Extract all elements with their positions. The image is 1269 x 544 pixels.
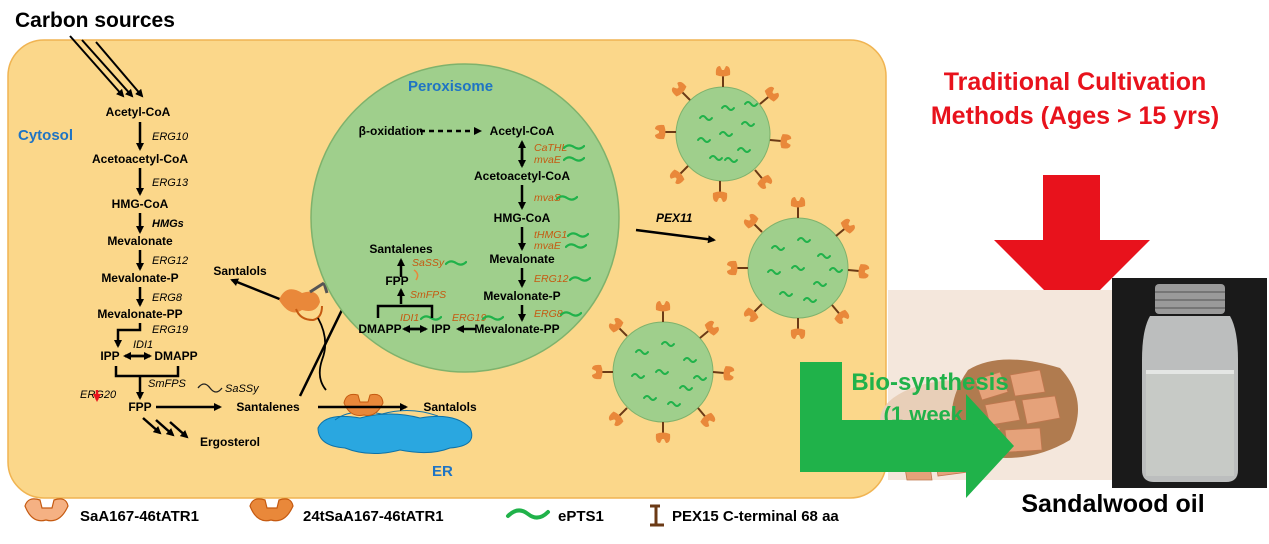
- green-biosynthesis-arrow: [800, 362, 1014, 498]
- red-down-arrow: [994, 175, 1150, 318]
- px-mevalonate-pp: Mevalonate-PP: [474, 322, 559, 336]
- gene-erg13: ERG13: [152, 177, 189, 189]
- cyt-acetyl-coa: Acetyl-CoA: [106, 105, 171, 119]
- px-mevalonate: Mevalonate: [489, 252, 555, 266]
- px-acetoacetyl-coa: Acetoacetyl-CoA: [474, 169, 570, 183]
- px-dmapp: DMAPP: [358, 322, 401, 336]
- pex11-arrow: [635, 228, 716, 244]
- px-gene-idi1: IDI1: [400, 312, 419, 324]
- gene-idi1: IDI1: [133, 339, 153, 351]
- px-beta-oxidation: β-oxidation: [359, 124, 424, 138]
- legend-item-epts1: ePTS1: [506, 508, 604, 525]
- px-gene-mvae-2: mvaE: [534, 240, 562, 252]
- er-membrane: [317, 410, 473, 454]
- svg-text:PEX15 C-terminal 68 aa: PEX15 C-terminal 68 aa: [672, 508, 839, 525]
- px-hmg-coa: HMG-CoA: [494, 211, 551, 225]
- legend-item-light-protein: SaA167-46tATR1: [24, 498, 199, 525]
- cytosol-genes: ERG10 ERG13 HMGs ERG12 ERG8 ERG19 IDI1 E…: [80, 131, 260, 401]
- sassy-link-squiggle: [413, 269, 419, 281]
- gene-erg19: ERG19: [152, 324, 188, 336]
- cyt-santalenes: Santalenes: [236, 400, 300, 414]
- cyt-santalols-er: Santalols: [423, 400, 477, 414]
- peroxisome-metabolites: β-oxidation Acetyl-CoA Acetoacetyl-CoA H…: [358, 124, 570, 336]
- carbon-sources-label: Carbon sources: [15, 9, 175, 32]
- peroxisome-arrows: [376, 127, 526, 333]
- legend: SaA167-46tATR1 24tSaA167-46tATR1 ePTS1 P…: [24, 498, 839, 527]
- biosynthesis-line2: (1 week ): [884, 402, 977, 427]
- px-fpp: FPP: [385, 274, 408, 288]
- dark-protein-icon: [249, 498, 294, 522]
- px-gene-cathl: CaTHL: [534, 142, 567, 154]
- svg-text:ePTS1: ePTS1: [558, 508, 604, 525]
- legend-item-pex15: PEX15 C-terminal 68 aa: [650, 504, 839, 527]
- cytosol-metabolites: Acetyl-CoA Acetoacetyl-CoA HMG-CoA Meval…: [92, 105, 477, 449]
- gene-hmgs: HMGs: [152, 218, 184, 230]
- cyt-mevalonate: Mevalonate: [107, 234, 173, 248]
- px-acetyl-coa: Acetyl-CoA: [490, 124, 555, 138]
- gene-erg12: ERG12: [152, 255, 188, 267]
- sassy-fusion-squiggle: [197, 383, 223, 393]
- biosynthesis-line1: Bio-synthesis: [851, 369, 1008, 396]
- svg-text:24tSaA167-46tATR1: 24tSaA167-46tATR1: [303, 508, 444, 525]
- oil-bottle-image: [1112, 278, 1267, 488]
- cyt-ipp: IPP: [100, 349, 119, 363]
- px-gene-mvas: mvaS: [534, 192, 561, 204]
- small-peroxisome-bottom: [591, 300, 736, 444]
- gene-sassy: SaSSy: [225, 383, 260, 395]
- cyt-dmapp: DMAPP: [154, 349, 197, 363]
- cyp-protein-complex: [279, 281, 329, 391]
- cyt-mevalonate-pp: Mevalonate-PP: [97, 307, 182, 321]
- gene-smfps: SmFPS: [148, 378, 187, 390]
- px-gene-erg8: ERG8: [534, 308, 563, 320]
- small-peroxisome-top: [654, 65, 793, 203]
- cyt-santalols-left: Santalols: [213, 264, 267, 278]
- anchor-icon: [650, 504, 664, 527]
- small-peroxisome-middle: [726, 196, 871, 340]
- peroxisome-genes: CaTHL mvaE mvaS tHMG1 mvaE ERG12 ERG8 ER…: [400, 142, 569, 324]
- peroxisome-label: Peroxisome: [408, 78, 493, 95]
- traditional-line2: Methods (Ages > 15 yrs): [931, 102, 1219, 130]
- traditional-line1: Traditional Cultivation: [944, 68, 1207, 96]
- er-label: ER: [432, 463, 453, 480]
- px-santalenes: Santalenes: [369, 242, 433, 256]
- sandalwood-oil-label: Sandalwood oil: [1021, 490, 1204, 518]
- cytosol-label: Cytosol: [18, 127, 73, 144]
- cyt-acetoacetyl-coa: Acetoacetyl-CoA: [92, 152, 188, 166]
- carbon-input-arrows: [69, 35, 144, 98]
- green-squiggle-icon: [506, 508, 550, 520]
- px-gene-mvae-1: mvaE: [534, 154, 562, 166]
- px-gene-erg19: ERG19: [452, 312, 487, 324]
- legend-item-dark-protein: 24tSaA167-46tATR1: [249, 498, 444, 525]
- px-gene-thmg1: tHMG1: [534, 229, 567, 241]
- peroxisome-region: [310, 63, 620, 373]
- er-protein: [343, 393, 384, 416]
- cyt-mevalonate-p: Mevalonate-P: [101, 271, 178, 285]
- px-gene-sassy: SaSSy: [412, 257, 445, 269]
- px-gene-erg12: ERG12: [534, 273, 569, 285]
- gene-erg20: ERG20: [80, 389, 117, 401]
- pex11-label: PEX11: [656, 211, 693, 225]
- svg-text:SaA167-46tATR1: SaA167-46tATR1: [80, 508, 199, 525]
- px-gene-smfps: SmFPS: [410, 289, 446, 301]
- px-ipp: IPP: [431, 322, 450, 336]
- light-protein-icon: [24, 498, 69, 522]
- cyt-ergosterol: Ergosterol: [200, 435, 260, 449]
- gene-erg10: ERG10: [152, 131, 189, 143]
- gene-erg8: ERG8: [152, 292, 183, 304]
- px-mevalonate-p: Mevalonate-P: [483, 289, 560, 303]
- cyt-fpp: FPP: [128, 400, 151, 414]
- cyt-hmg-coa: HMG-CoA: [112, 197, 169, 211]
